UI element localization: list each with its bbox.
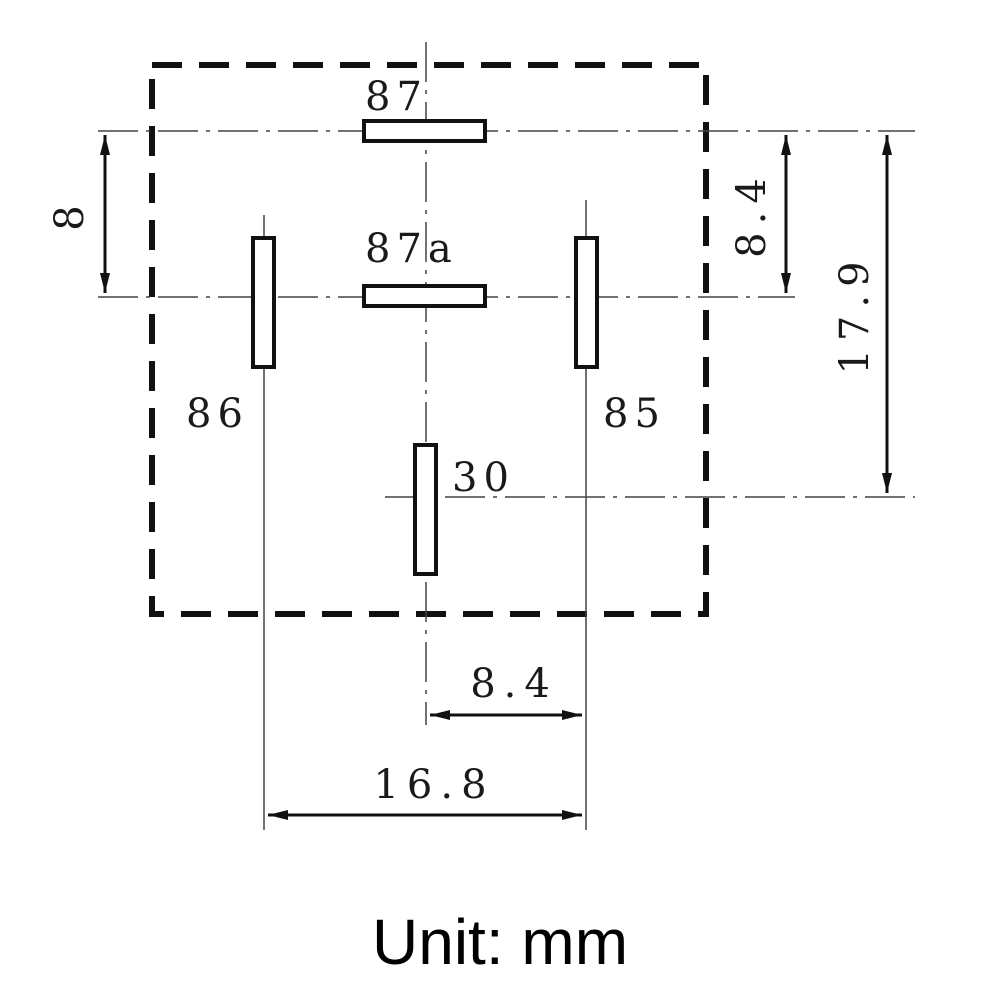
dimension-label-right-short: 8.4 xyxy=(729,170,775,258)
dimension-label-left-vertical: 8 xyxy=(47,197,93,230)
drawing-area xyxy=(0,0,950,880)
pin-label-87a: 87a xyxy=(365,226,458,272)
pin-86-blade xyxy=(251,236,276,369)
dimension-label-right-long: 17.9 xyxy=(832,253,878,374)
pin-87-blade xyxy=(362,119,487,143)
pin-30-blade xyxy=(413,443,438,576)
dimension-label-bottom-short: 8.4 xyxy=(470,661,558,707)
unit-caption: Unit: mm xyxy=(372,906,628,978)
pin-label-85: 85 xyxy=(603,391,666,437)
pin-label-87: 87 xyxy=(365,74,428,120)
pin-label-86: 86 xyxy=(186,391,249,437)
pin-87a-blade xyxy=(362,284,487,308)
dimension-lines xyxy=(100,135,892,820)
pin-label-30: 30 xyxy=(452,455,515,501)
caption-area xyxy=(0,880,1000,1000)
pin-85-blade xyxy=(574,236,599,369)
dimension-label-bottom-long: 16.8 xyxy=(373,762,494,808)
relay-housing-outline xyxy=(149,62,709,617)
pin-blades xyxy=(251,119,599,576)
